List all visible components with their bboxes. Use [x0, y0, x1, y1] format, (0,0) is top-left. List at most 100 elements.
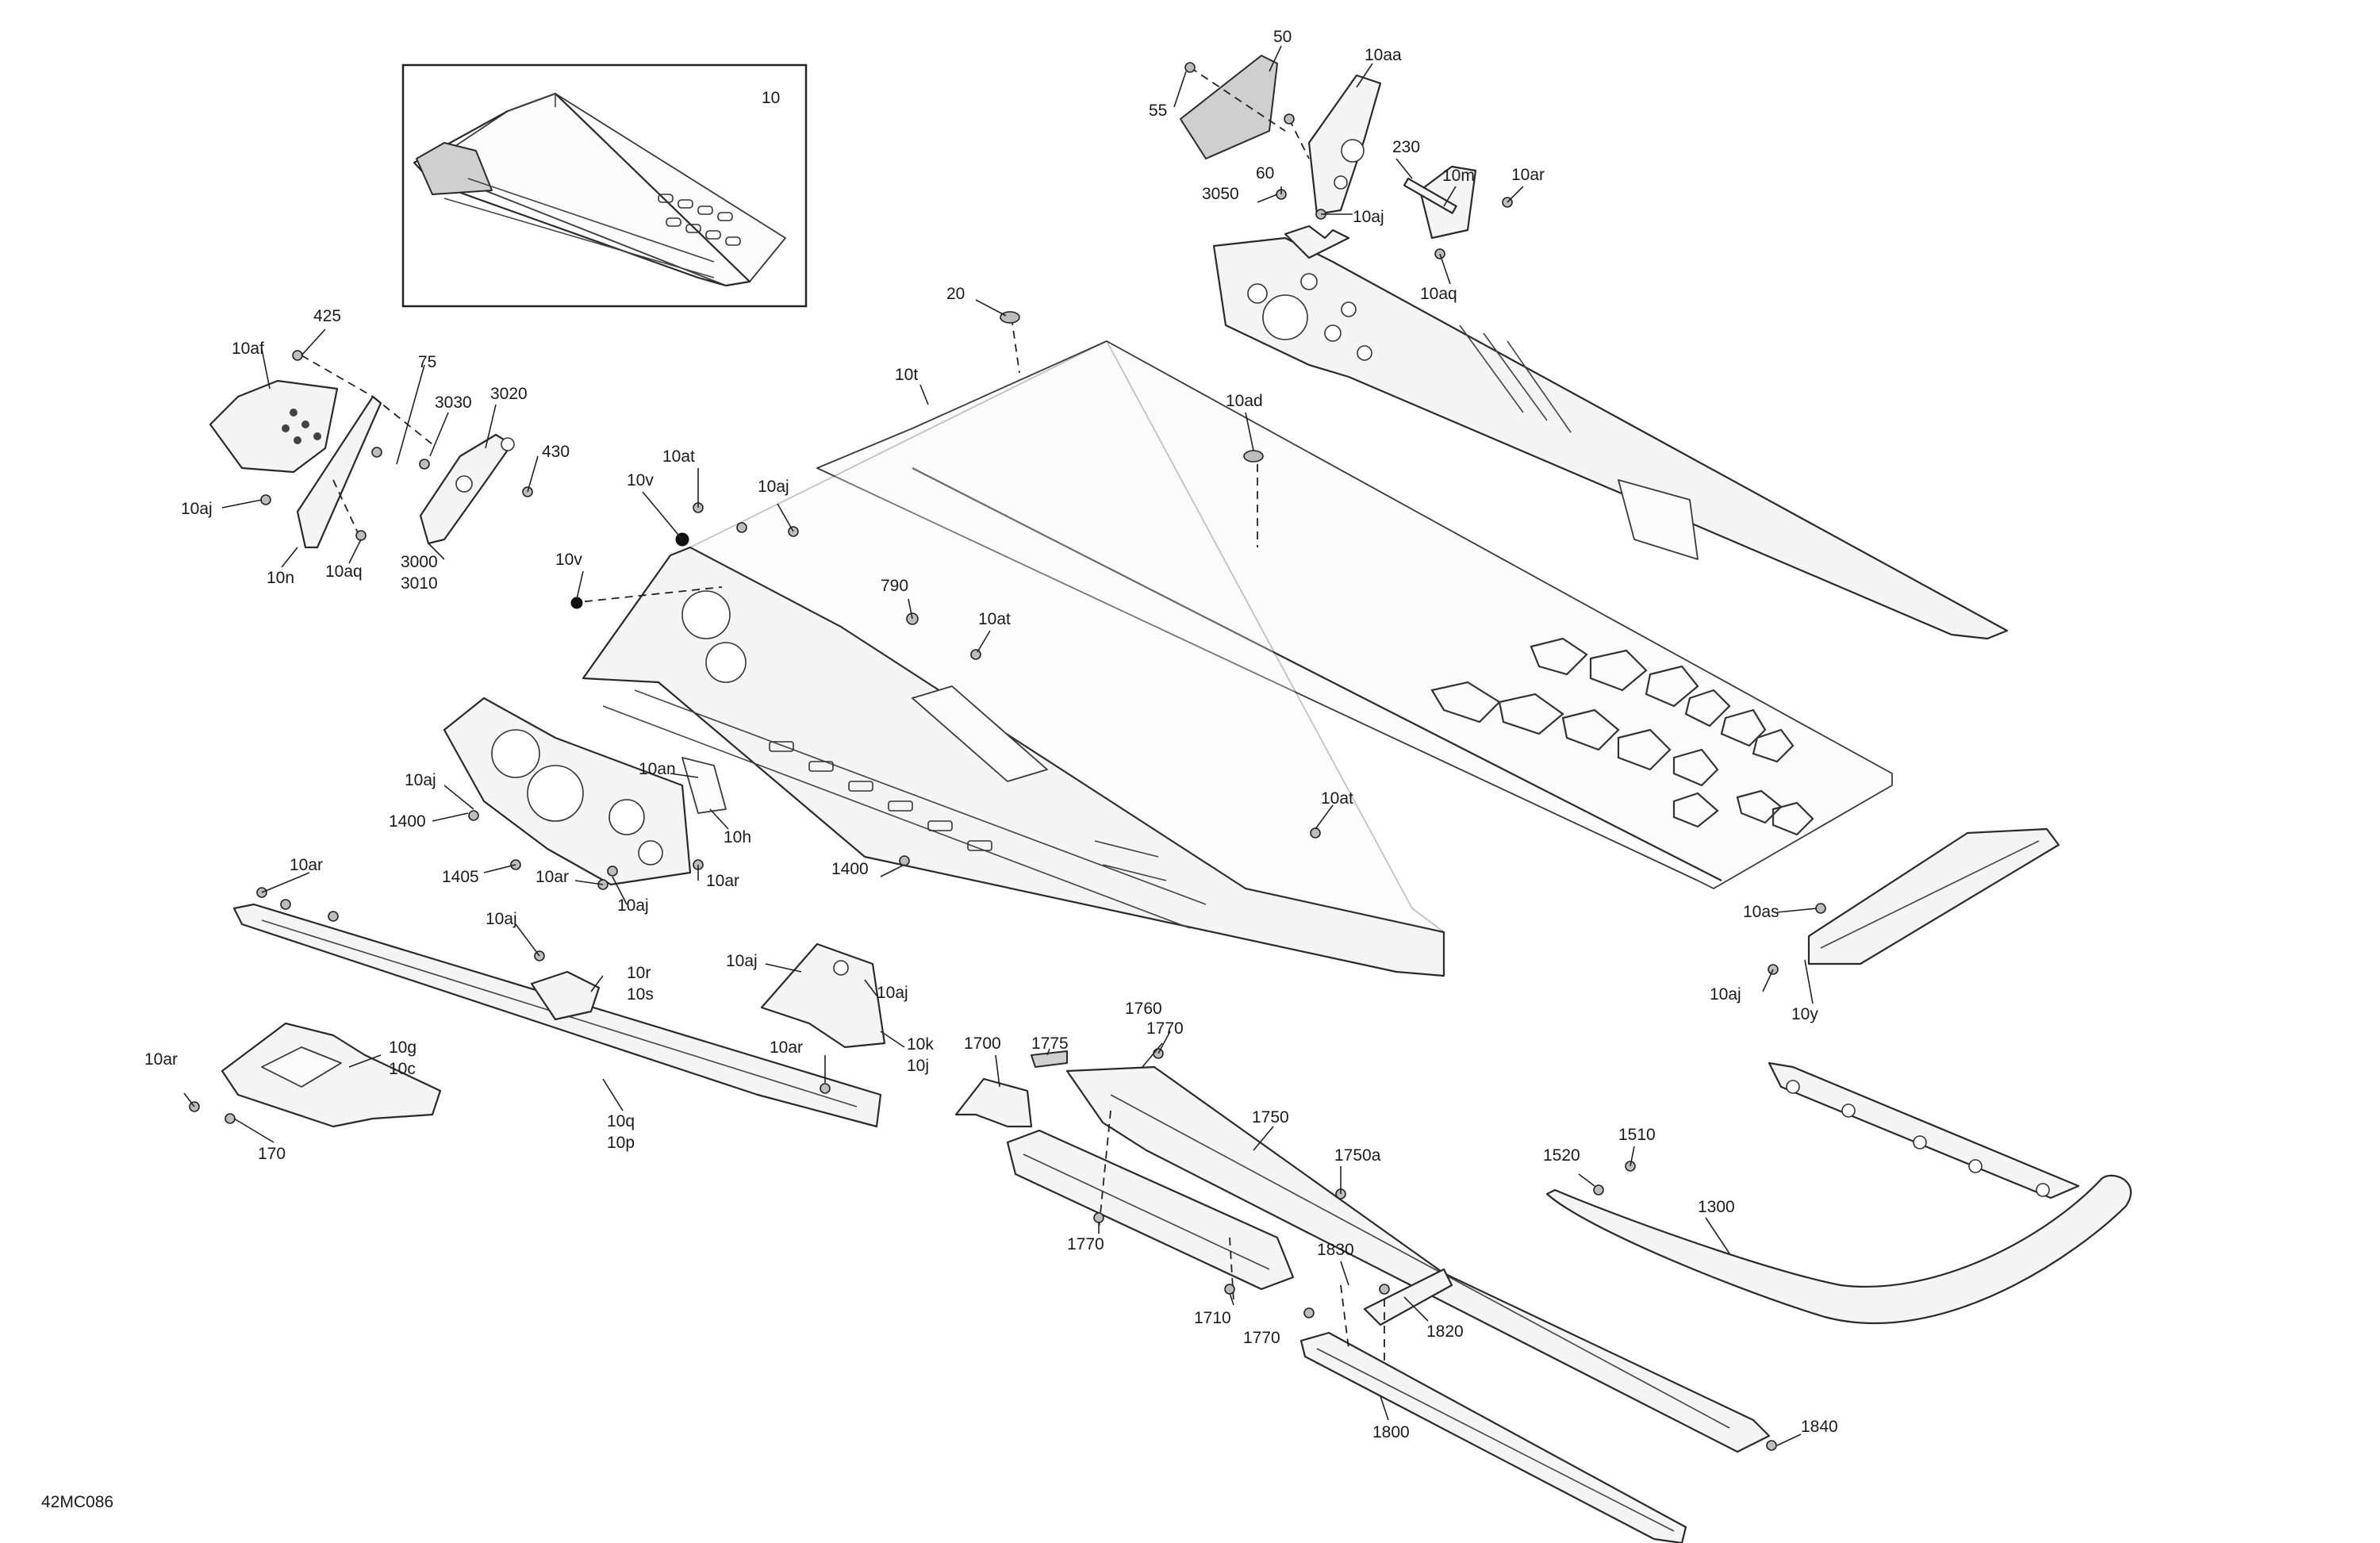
- callout-10af: 10af: [232, 340, 264, 358]
- callout-10aj-g: 10aj: [726, 952, 758, 970]
- leader-lines: [183, 45, 1818, 1446]
- callout-10aj-i: 10aj: [1710, 985, 1741, 1004]
- bracket-1820: [1363, 1268, 1453, 1326]
- callout-10at-b: 10at: [978, 610, 1011, 628]
- gusset-10k: [760, 942, 886, 1049]
- callout-1770-b: 1770: [1067, 1235, 1104, 1253]
- bumper-10y: [1807, 827, 2060, 965]
- callout-10an: 10an: [639, 760, 676, 778]
- callout-10ar-a: 10ar: [1511, 166, 1545, 184]
- tunnel-assembly: [816, 55, 2009, 889]
- left-side-assembly: [443, 340, 1445, 977]
- callout-1830: 1830: [1317, 1241, 1354, 1259]
- callout-10aq-b: 10aq: [1420, 285, 1457, 303]
- callout-10k: 10k: [907, 1035, 934, 1054]
- callout-10m: 10m: [1442, 167, 1475, 185]
- callout-3030: 3030: [435, 393, 472, 412]
- callout-1800: 1800: [1372, 1423, 1410, 1441]
- callout-10aj-b: 10aj: [1353, 208, 1384, 226]
- callout-3050: 3050: [1202, 185, 1239, 203]
- callout-10ar-c: 10ar: [706, 872, 739, 890]
- assembly-dash-lines: [301, 67, 1385, 1365]
- callout-1300: 1300: [1698, 1198, 1735, 1216]
- callout-10n: 10n: [267, 569, 294, 587]
- tunnel-cutouts: [1430, 637, 1814, 836]
- callout-1775: 1775: [1031, 1034, 1069, 1053]
- callout-10y: 10y: [1791, 1005, 1818, 1023]
- tunnel-top-plate: [816, 340, 1893, 889]
- bracket-upper: [1284, 225, 1350, 259]
- bumper-bar-10y: [1807, 827, 2060, 965]
- callout-1750: 1750: [1252, 1108, 1289, 1127]
- callout-1840: 1840: [1801, 1418, 1838, 1436]
- callout-10v-a: 10v: [627, 471, 654, 489]
- callout-1770-c: 1770: [1243, 1329, 1280, 1347]
- callout-10g: 10g: [389, 1038, 416, 1057]
- callout-10ar-e: 10ar: [770, 1038, 803, 1057]
- side-vent: [1618, 479, 1699, 560]
- callout-75: 75: [418, 353, 436, 371]
- rear-bumper-1300: [1545, 1061, 2132, 1325]
- callout-1510: 1510: [1618, 1126, 1656, 1144]
- callout-10p: 10p: [607, 1134, 635, 1152]
- callout-1400-a: 1400: [389, 812, 426, 831]
- callout-50: 50: [1273, 28, 1292, 46]
- bracket-10r: [530, 970, 601, 1021]
- left-side-vent: [912, 685, 1048, 782]
- strut-10n: [296, 395, 382, 549]
- plate-50: [1180, 55, 1278, 159]
- callout-1820: 1820: [1426, 1322, 1464, 1341]
- callout-790: 790: [881, 577, 908, 595]
- callout-60: 60: [1256, 164, 1274, 182]
- callout-1405: 1405: [442, 868, 479, 886]
- callout-10aa: 10aa: [1365, 46, 1402, 64]
- callout-10ar-d: 10ar: [290, 856, 323, 874]
- callout-3010: 3010: [401, 574, 438, 593]
- upper-left-parts: [209, 379, 515, 549]
- callout-10ar-f: 10ar: [144, 1050, 178, 1069]
- callout-10q: 10q: [607, 1112, 635, 1130]
- callout-1710: 1710: [1194, 1309, 1231, 1327]
- callout-1760: 1760: [1125, 1000, 1162, 1018]
- callout-10aj-d: 10aj: [405, 771, 436, 789]
- bumper-arm: [1768, 1061, 2080, 1199]
- callout-10at-a: 10at: [662, 447, 695, 466]
- callout-1400-b: 1400: [831, 860, 869, 878]
- callout-20: 20: [946, 285, 965, 303]
- callout-10ad: 10ad: [1226, 392, 1263, 410]
- bracket-10an: [681, 757, 727, 814]
- assembly-inset: 10: [401, 63, 808, 308]
- callout-10aj-e: 10aj: [617, 896, 649, 915]
- callout-10aj-h: 10aj: [877, 984, 908, 1002]
- callout-425: 425: [313, 307, 341, 325]
- callout-10ar-b: 10ar: [536, 868, 569, 886]
- callout-1750a: 1750a: [1334, 1146, 1381, 1165]
- inset-label: 10: [762, 89, 780, 107]
- runner-1750: [1065, 1065, 1771, 1453]
- callout-430: 430: [542, 443, 570, 461]
- runner-1800: [1299, 1331, 1687, 1543]
- callout-230: 230: [1392, 138, 1420, 156]
- callout-labels: 425 10af 75 3030 3020 430 10aj 10n 10aq …: [41, 28, 1838, 1511]
- callout-10h: 10h: [724, 828, 751, 846]
- callout-3020: 3020: [490, 385, 528, 403]
- callout-170: 170: [258, 1145, 286, 1163]
- footrest-1700: [954, 1077, 1033, 1128]
- callout-10aj-f: 10aj: [486, 910, 517, 928]
- callout-1520: 1520: [1543, 1146, 1580, 1165]
- callout-10at-c: 10at: [1321, 789, 1353, 808]
- callout-10r: 10r: [627, 964, 651, 982]
- front-lower-parts: [221, 903, 886, 1128]
- running-boards: [954, 1050, 1771, 1543]
- fasteners: [189, 62, 1826, 1451]
- bumper-loop-1300: [1545, 1174, 2132, 1325]
- callout-55: 55: [1149, 102, 1167, 120]
- callout-1700: 1700: [964, 1034, 1001, 1053]
- pad-1775: [1031, 1050, 1068, 1068]
- bracket-10g: [221, 1022, 442, 1128]
- callout-10t: 10t: [895, 366, 918, 384]
- bracket-10af: [209, 379, 339, 474]
- callout-10j: 10j: [907, 1057, 929, 1075]
- reference-code: 42MC086: [41, 1493, 113, 1511]
- callout-10aj-a: 10aj: [181, 500, 213, 518]
